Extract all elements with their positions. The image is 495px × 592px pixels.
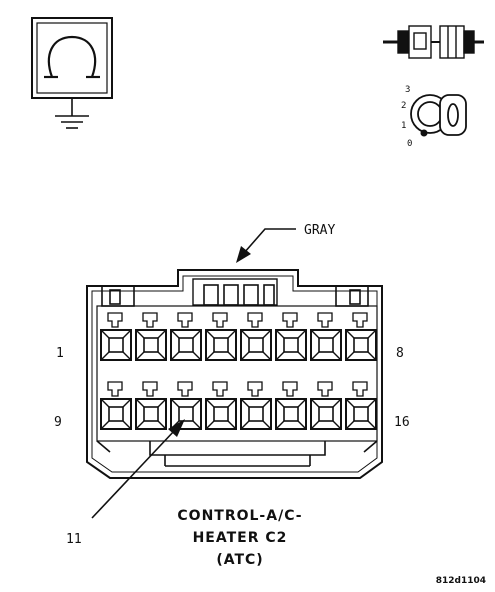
color-leader: [243, 228, 296, 254]
pin-label-8: 8: [396, 346, 404, 361]
connector-title-line-2: HEATER C2: [193, 530, 288, 546]
key-position-0: 0: [407, 139, 412, 149]
pin-cavity-4: [205, 312, 237, 361]
pin-cavity-9: [100, 381, 132, 430]
key-position-1: 1: [401, 121, 406, 131]
key-position-3: 3: [405, 85, 410, 95]
pin-label-9: 9: [54, 415, 62, 430]
pin-cavity-5: [240, 312, 272, 361]
pin-cavity-11: [170, 381, 202, 430]
pin-cavity-12: [205, 381, 237, 430]
connector-body: [86, 269, 383, 479]
figure-id: 812d1104: [436, 576, 486, 586]
pin-cavity-10: [135, 381, 167, 430]
pin-cavity-15: [310, 381, 342, 430]
pin-cavity-6: [275, 312, 307, 361]
connector-title-line-3: (ATC): [216, 552, 263, 568]
pin-label-16: 16: [394, 415, 410, 430]
pin-label-1: 1: [56, 346, 64, 361]
pin-cavity-13: [240, 381, 272, 430]
pin-label-11: 11: [66, 532, 82, 547]
pin-cavity-2: [135, 312, 167, 361]
pin-pointer-line: [91, 429, 176, 519]
pin-cavity-8: [345, 312, 377, 361]
pin-cavity-1: [100, 312, 132, 361]
pin-cavity-3: [170, 312, 202, 361]
pin-cavity-7: [310, 312, 342, 361]
color-leader-arrowhead: [236, 246, 251, 263]
pin-cavity-14: [275, 381, 307, 430]
connector-title-line-1: CONTROL-A/C-: [177, 508, 302, 524]
connector-color-label: GRAY: [304, 223, 335, 238]
ignition-key-icon: 3 2 1 0: [401, 85, 467, 149]
ohmmeter-ground-icon: [31, 17, 113, 129]
pin-cavities: [100, 312, 377, 430]
pin-pointer-arrowhead: [168, 419, 185, 437]
pin-cavity-16: [345, 381, 377, 430]
connector-plug-icon: [383, 25, 484, 59]
key-position-2: 2: [401, 101, 406, 111]
